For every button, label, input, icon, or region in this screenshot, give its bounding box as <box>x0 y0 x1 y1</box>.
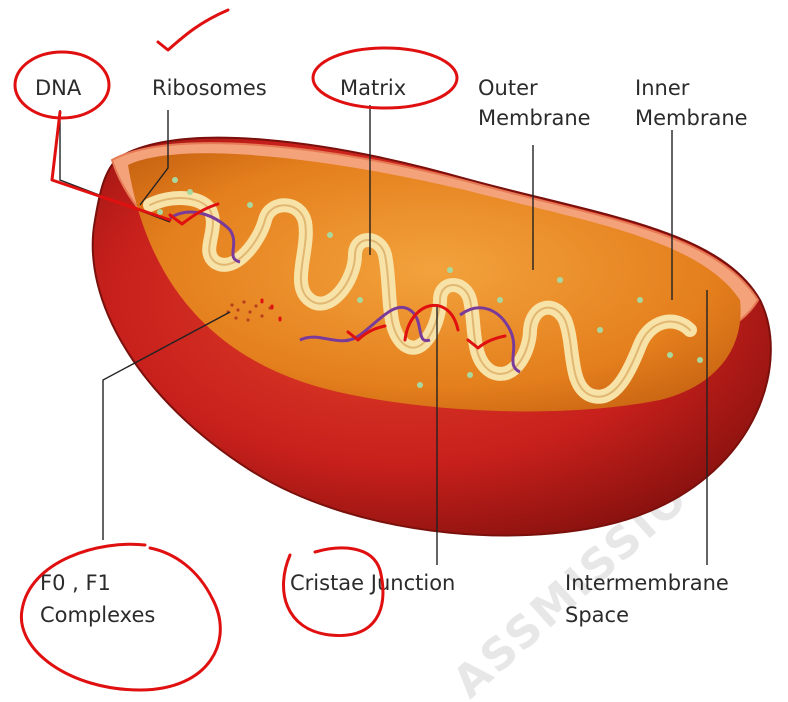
label-inner-membrane-line2: Membrane <box>635 106 748 130</box>
label-ribosomes: Ribosomes <box>152 76 267 100</box>
label-dna: DNA <box>35 76 82 100</box>
label-matrix: Matrix <box>340 76 406 100</box>
label-f0f1-line1: F0 , F1 <box>40 571 111 595</box>
label-intermembrane-line2: Space <box>565 603 629 627</box>
annotation-check-top <box>158 10 228 50</box>
label-outer-membrane-line1: Outer <box>478 76 538 100</box>
label-inner-membrane-line1: Inner <box>635 76 690 100</box>
label-outer-membrane-line2: Membrane <box>478 106 591 130</box>
label-f0f1-line2: Complexes <box>40 603 155 627</box>
label-intermembrane-line1: Intermembrane <box>565 571 729 595</box>
label-cristae-junction: Cristae Junction <box>290 571 455 595</box>
